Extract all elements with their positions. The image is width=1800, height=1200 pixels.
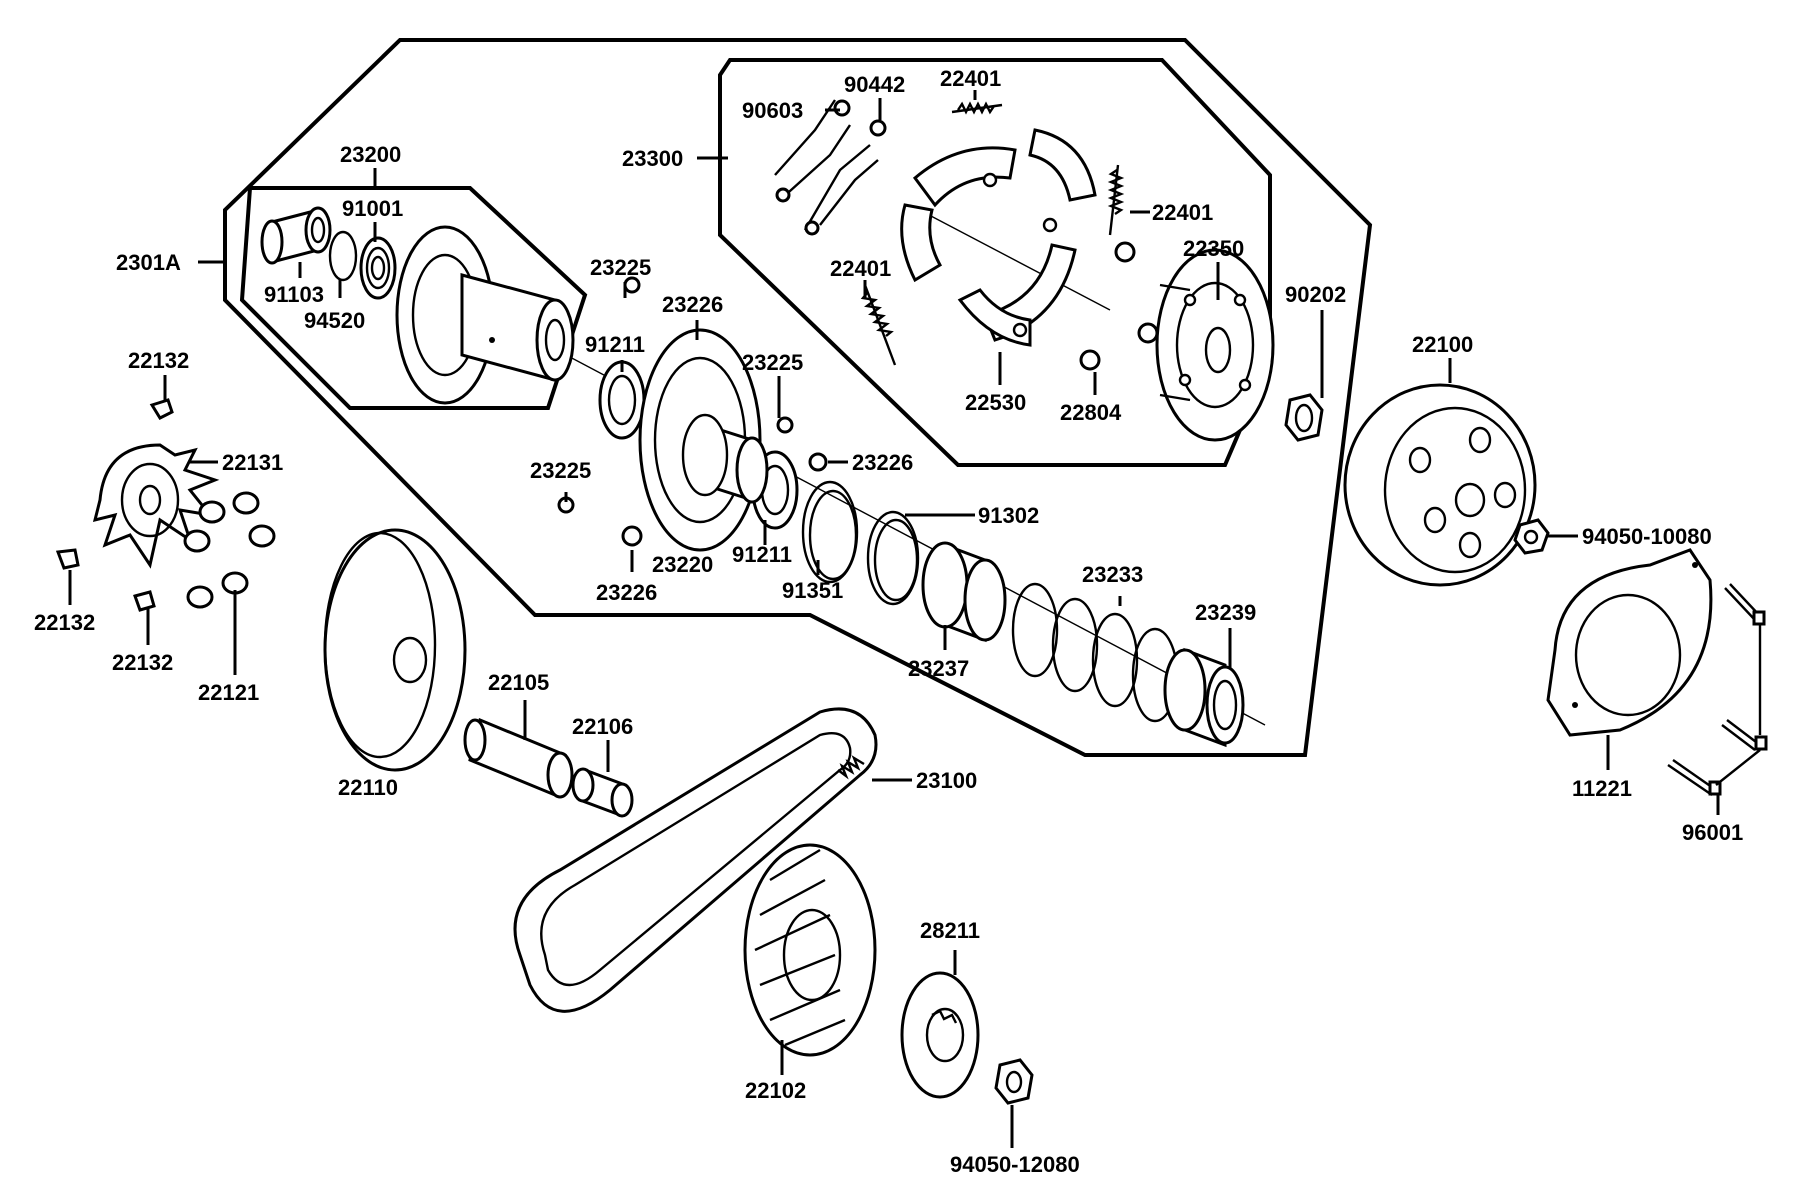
weight-roller-part: [183, 491, 276, 609]
label-23233: 23233: [1082, 562, 1143, 587]
label-23200: 23200: [340, 142, 401, 167]
label-94050-12080: 94050-12080: [950, 1152, 1080, 1177]
clutch-spring-part: [951, 101, 1003, 115]
label-22804: 22804: [1060, 400, 1122, 425]
plate-part: [803, 144, 879, 236]
label-91001: 91001: [342, 196, 403, 221]
label-94520: 94520: [304, 308, 365, 333]
label-28211: 28211: [920, 918, 980, 943]
label-23226-b: 23226: [852, 450, 913, 475]
clutch-nut-part: [1284, 393, 1324, 442]
fixed-driven-face-part: [638, 328, 769, 552]
label-23225-c: 23225: [530, 458, 591, 483]
label-22350: 22350: [1183, 236, 1244, 261]
label-23225-a: 23225: [590, 255, 651, 280]
collar-part: [921, 541, 1007, 643]
o-ring-part: [808, 489, 858, 581]
label-23225-b: 23225: [742, 350, 803, 375]
movable-driven-face-frame: [239, 186, 588, 410]
label-96001: 96001: [1682, 820, 1743, 845]
cover-plate-part: [1546, 548, 1713, 737]
clutch-plate-part: [1155, 248, 1275, 442]
drive-face-boss-part: [463, 717, 574, 799]
label-22110: 22110: [338, 775, 398, 800]
movable-drive-face-part: [323, 528, 467, 772]
label-22132-c: 22132: [112, 650, 173, 675]
damper-rubber-part: [1079, 241, 1159, 371]
plate-part: [774, 99, 887, 203]
label-22132-a: 22132: [128, 348, 189, 373]
ball-bearing-part: [359, 236, 397, 300]
slide-piece-part: [55, 398, 174, 612]
label-23237: 23237: [908, 656, 969, 681]
movable-driven-face-part: [395, 225, 575, 405]
clutch-spring-part: [1107, 164, 1125, 236]
o-ring-part: [873, 518, 919, 602]
label-22121: 22121: [198, 680, 259, 705]
clutch-assembly-frame: [718, 58, 1272, 467]
label-11221: 11221: [1572, 776, 1632, 801]
label-22100: 22100: [1412, 332, 1473, 357]
spring-seat-cup-part: [1163, 647, 1245, 748]
label-22132-b: 22132: [34, 610, 95, 635]
guide-pin-part: [623, 276, 641, 294]
snap-ring-part: [328, 230, 358, 282]
guide-roller-part: [621, 525, 643, 547]
oil-seal-part: [598, 360, 646, 440]
label-22106: 22106: [572, 714, 633, 739]
label-91103: 91103: [264, 282, 324, 307]
label-23220: 23220: [652, 552, 713, 577]
clutch-spring-part: [860, 284, 897, 366]
label-23226-a: 23226: [662, 292, 723, 317]
drive-face-nut-part: [994, 1058, 1034, 1105]
kick-starter-ratchet-part: [900, 971, 980, 1099]
label-23300: 23300: [622, 146, 683, 171]
label-22401-a: 22401: [940, 66, 1001, 91]
clutch-outer-part: [1343, 383, 1537, 587]
flange-nut-part: [1513, 518, 1550, 555]
drive-belt-part: [513, 707, 878, 1013]
label-91302: 91302: [978, 503, 1039, 528]
label-22105: 22105: [488, 670, 549, 695]
label-91211-b: 91211: [732, 542, 792, 567]
label-2301A: 2301A: [116, 250, 181, 275]
clutch-axis-line: [909, 204, 1111, 311]
label-91211-a: 91211: [585, 332, 645, 357]
needle-bearing-part: [260, 206, 332, 265]
label-22530: 22530: [965, 390, 1026, 415]
label-22401-c: 22401: [830, 256, 891, 281]
label-94050-10080: 94050-10080: [1582, 524, 1712, 549]
driven-pulley-assembly-frame: [223, 38, 1373, 757]
clutch-shoe-part: [900, 128, 1097, 347]
label-23100: 23100: [916, 768, 977, 793]
collar-bushing-part: [571, 767, 634, 818]
label-23239: 23239: [1195, 600, 1256, 625]
bolt-part: [1667, 583, 1768, 796]
label-90603: 90603: [742, 98, 803, 123]
label-91351: 91351: [782, 578, 843, 603]
label-90442: 90442: [844, 72, 905, 97]
label-22131: 22131: [222, 450, 283, 475]
guide-pin-part: [776, 416, 794, 434]
label-22401-b: 22401: [1152, 200, 1213, 225]
label-23226-c: 23226: [596, 580, 657, 605]
ramp-plate-part: [92, 443, 220, 569]
drive-face-fan-part: [743, 843, 877, 1057]
guide-roller-part: [808, 452, 828, 472]
label-22102: 22102: [745, 1078, 806, 1103]
label-90202: 90202: [1285, 282, 1346, 307]
